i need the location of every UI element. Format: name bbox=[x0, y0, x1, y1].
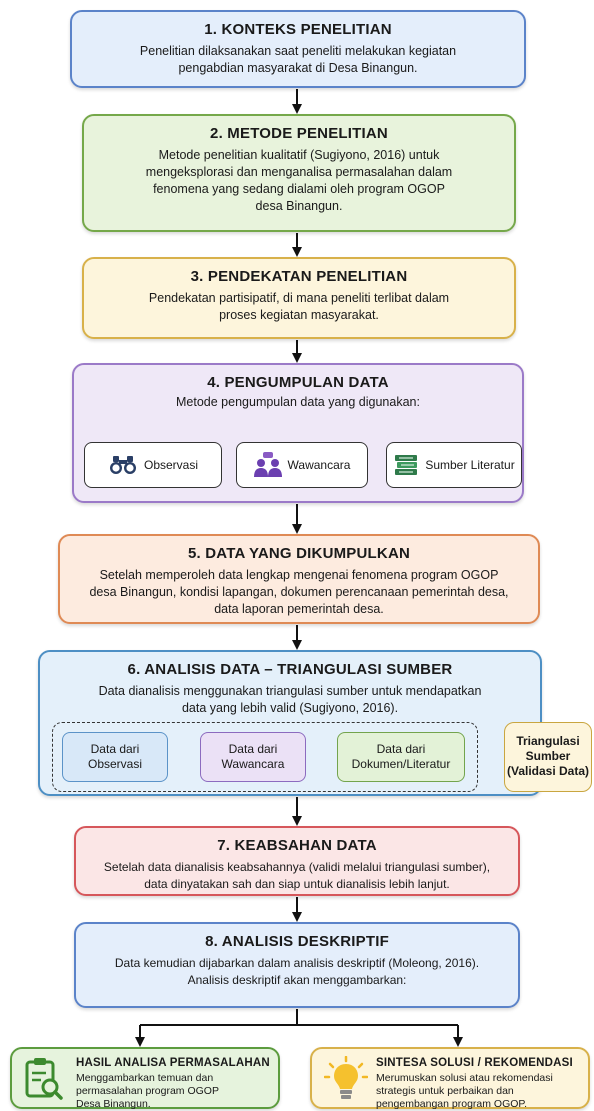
step-title: 4. PENGUMPULAN DATA bbox=[207, 374, 389, 391]
people-chat-icon bbox=[253, 452, 282, 477]
step-description: Metode pengumpulan data yang digunakan: bbox=[92, 394, 504, 411]
lightbulb-icon bbox=[324, 1056, 368, 1099]
books-icon bbox=[395, 455, 418, 475]
step-keabsahan-data: 7. KEABSAHAN DATA Setelah data dianalisi… bbox=[74, 826, 520, 896]
step-title: 5. DATA YANG DIKUMPULKAN bbox=[187, 545, 411, 562]
step-description: Metode penelitian kualitatif (Sugiyono, … bbox=[102, 147, 496, 215]
result-line: Sumber bbox=[525, 749, 571, 763]
desc-line: Pendekatan partisipatif, di mana penelit… bbox=[148, 291, 450, 305]
source-line: Data dari bbox=[228, 742, 278, 756]
triangulation-group-frame bbox=[52, 722, 478, 792]
step-title: 3. PENDEKATAN PENELITIAN bbox=[190, 268, 408, 285]
desc-line: fenomena yang sedang dialami oleh progra… bbox=[153, 182, 445, 196]
desc-line: Merumuskan solusi atau rekomendasi bbox=[376, 1072, 553, 1084]
desc-line: proses kegiatan masyarakat. bbox=[219, 308, 379, 322]
binoculars-icon bbox=[109, 456, 136, 474]
desc-line: data laporan pemerintah desa. bbox=[214, 602, 384, 616]
desc-line: Metode penelitian kualitatif (Sugiyono, … bbox=[158, 148, 440, 162]
step-title: 7. KEABSAHAN DATA bbox=[217, 837, 377, 854]
step-konteks-penelitian: 1. KONTEKS PENELITIAN Penelitian dilaksa… bbox=[70, 10, 526, 88]
outcome-title: SINTESA SOLUSI / REKOMENDASI bbox=[376, 1057, 573, 1069]
desc-line: data dinyatakan sah dan siap untuk diana… bbox=[144, 877, 450, 891]
outcome-title: HASIL ANALISA PERMASALAHAN bbox=[76, 1057, 270, 1069]
desc-line: mengeksplorasi dan menganalisa permasala… bbox=[145, 165, 453, 179]
desc-line: Data dianalisis menggunakan triangulasi … bbox=[98, 684, 482, 698]
method-wawancara: Wawancara bbox=[236, 442, 368, 488]
triangulation-result: Triangulasi Sumber (Validasi Data) bbox=[504, 722, 592, 792]
method-label: Wawancara bbox=[287, 458, 351, 472]
desc-line: pengabdian masyarakat di Desa Binangun. bbox=[178, 61, 418, 75]
source-line: Dokumen/Literatur bbox=[351, 757, 451, 771]
desc-line: Data kemudian dijabarkan dalam analisis … bbox=[114, 956, 480, 970]
desc-line: Setelah memperoleh data lengkap mengenai… bbox=[99, 568, 499, 582]
outcome-description: Merumuskan solusi atau rekomendasi strat… bbox=[376, 1072, 582, 1111]
desc-line: Penelitian dilaksanakan saat peneliti me… bbox=[139, 44, 457, 58]
step-pendekatan-penelitian: 3. PENDEKATAN PENELITIAN Pendekatan part… bbox=[82, 257, 516, 339]
method-label: Sumber Literatur bbox=[425, 458, 515, 472]
step-metode-penelitian: 2. METODE PENELITIAN Metode penelitian k… bbox=[82, 114, 516, 232]
step-title: 2. METODE PENELITIAN bbox=[210, 125, 388, 142]
desc-line: Metode pengumpulan data yang digunakan: bbox=[176, 395, 420, 409]
outcome-sintesa-solusi: SINTESA SOLUSI / REKOMENDASI Merumuskan … bbox=[310, 1047, 590, 1111]
step-description: Setelah memperoleh data lengkap mengenai… bbox=[68, 567, 530, 618]
desc-line: desa Binangun. bbox=[255, 199, 343, 213]
source-line: Wawancara bbox=[221, 757, 285, 771]
source-line: Data dari bbox=[376, 742, 426, 756]
desc-line: Menggambarkan temuan dan bbox=[76, 1072, 214, 1084]
step-data-yang-dikumpulkan: 5. DATA YANG DIKUMPULKAN Setelah mempero… bbox=[58, 534, 540, 624]
step-description: Penelitian dilaksanakan saat peneliti me… bbox=[90, 43, 506, 77]
desc-line: pengembangan program OGOP. bbox=[376, 1098, 527, 1110]
outcome-description: Menggambarkan temuan dan permasalahan pr… bbox=[76, 1072, 272, 1111]
source-line: Observasi bbox=[87, 757, 143, 771]
desc-line: data yang lebih valid (Sugiyono, 2016). bbox=[181, 701, 399, 715]
step-title: 6. ANALISIS DATA – TRIANGULASI SUMBER bbox=[127, 661, 453, 678]
desc-line: desa Binangun, kondisi lapangan, dokumen… bbox=[89, 585, 509, 599]
step-description: Pendekatan partisipatif, di mana penelit… bbox=[102, 290, 496, 324]
desc-line: Desa Binangun. bbox=[76, 1098, 151, 1110]
step-title: 8. ANALISIS DESKRIPTIF bbox=[205, 933, 389, 950]
step-description: Setelah data dianalisis keabsahannya (va… bbox=[82, 859, 512, 893]
result-line: (Validasi Data) bbox=[506, 764, 590, 778]
desc-line: Setelah data dianalisis keabsahannya (va… bbox=[103, 860, 491, 874]
outcome-hasil-analisa: HASIL ANALISA PERMASALAHAN Menggambarkan… bbox=[10, 1047, 280, 1111]
method-sumber-literatur: Sumber Literatur bbox=[386, 442, 522, 488]
desc-line: permasalahan program OGOP bbox=[76, 1085, 219, 1097]
result-line: Triangulasi bbox=[516, 734, 580, 748]
desc-line: strategis untuk perbaikan dan bbox=[376, 1085, 514, 1097]
desc-line: Analisis deskriptif akan menggambarkan: bbox=[187, 973, 407, 987]
step-title: 1. KONTEKS PENELITIAN bbox=[204, 21, 392, 38]
method-label: Observasi bbox=[143, 458, 199, 472]
source-line: Data dari bbox=[90, 742, 140, 756]
step-description: Data kemudian dijabarkan dalam analisis … bbox=[84, 955, 510, 989]
step-description: Data dianalisis menggunakan triangulasi … bbox=[58, 683, 522, 717]
clipboard-search-icon bbox=[25, 1058, 63, 1100]
method-observasi: Observasi bbox=[84, 442, 222, 488]
step-analisis-deskriptif: 8. ANALISIS DESKRIPTIF Data kemudian dij… bbox=[74, 922, 520, 1008]
